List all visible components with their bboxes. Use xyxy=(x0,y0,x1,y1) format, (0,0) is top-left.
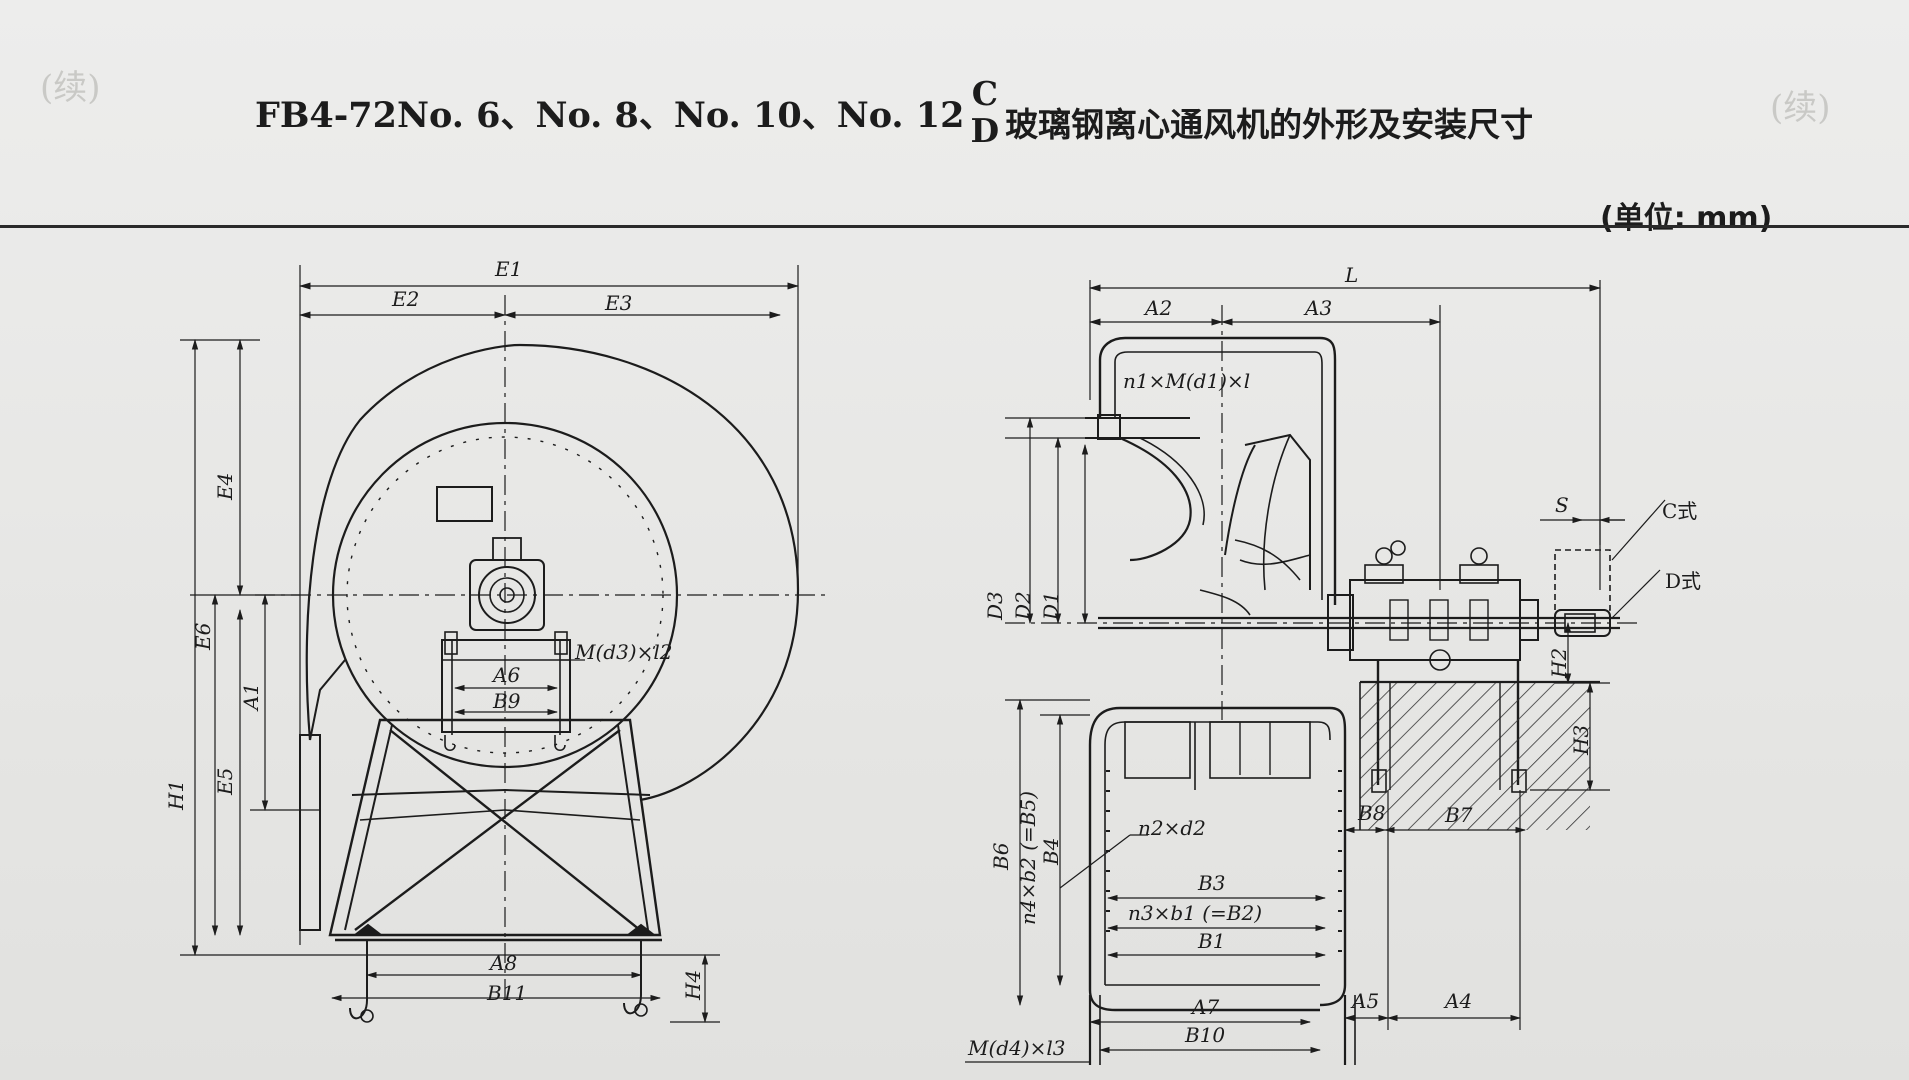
label-e1: E1 xyxy=(494,257,522,281)
label-d3: D3 xyxy=(983,591,1007,621)
label-h2: H2 xyxy=(1547,648,1571,679)
label-a8: A8 xyxy=(488,951,517,975)
label-bolt-d3: M(d3)×l2 xyxy=(574,640,673,664)
page-title: FB4-72No. 6、No. 8、No. 10、No. 12 C D 玻璃钢离… xyxy=(255,72,1533,152)
label-a3: A3 xyxy=(1303,296,1332,320)
label-a4: A4 xyxy=(1443,989,1472,1013)
left-view-labels: E1 E2 E3 E4 E6 A1 H1 E5 A6 B9 M(d3)×l2 A… xyxy=(164,257,705,1005)
right-view-labels: L A2 A3 n1×M(d1)×l D3 D2 D1 S C式 D式 H2 H… xyxy=(967,263,1701,1060)
label-b8: B8 xyxy=(1357,801,1385,825)
right-side-view xyxy=(965,280,1666,1065)
label-h1: H1 xyxy=(164,780,188,811)
title-variant-stack: C D xyxy=(971,75,1000,149)
label-b7: B7 xyxy=(1444,803,1473,827)
title-chinese: 玻璃钢离心通风机的外形及安装尺寸 xyxy=(1005,105,1534,144)
label-h4: H4 xyxy=(681,970,705,1001)
label-holes-d2: n2×d2 xyxy=(1138,816,1206,840)
label-a7: A7 xyxy=(1190,995,1219,1019)
label-e3: E3 xyxy=(604,291,632,315)
title-variant-c: C xyxy=(971,74,998,113)
label-b3: B3 xyxy=(1197,871,1225,895)
label-a2: A2 xyxy=(1143,296,1172,320)
label-b1: B1 xyxy=(1197,929,1225,953)
bleed-through-text-right: (续) xyxy=(1770,88,1831,128)
label-e6: E6 xyxy=(191,622,215,651)
label-b6: B6 xyxy=(989,842,1013,871)
left-front-view xyxy=(180,265,830,1024)
label-foot-bolt: M(d4)×l3 xyxy=(967,1036,1066,1060)
label-c-type: C式 xyxy=(1662,499,1697,523)
label-b9: B9 xyxy=(492,689,521,713)
label-b10: B10 xyxy=(1184,1023,1225,1047)
title-model: FB4-72No. 6、No. 8、No. 10、No. 12 xyxy=(255,94,965,136)
label-e5: E5 xyxy=(213,768,237,796)
title-variant-d: D xyxy=(970,111,1000,150)
label-d-type: D式 xyxy=(1665,569,1701,593)
label-holes-b1: n3×b1 (=B2) xyxy=(1128,901,1262,925)
label-e4: E4 xyxy=(213,473,237,501)
label-b4: B4 xyxy=(1039,838,1063,866)
label-d1: D1 xyxy=(1039,591,1063,621)
label-d2: D2 xyxy=(1011,591,1035,621)
label-b11: B11 xyxy=(486,981,527,1005)
label-a1: A1 xyxy=(239,683,263,712)
label-h3: H3 xyxy=(1569,725,1593,756)
label-l: L xyxy=(1344,263,1358,287)
label-holes-b2: n4×b2 (=B5) xyxy=(1016,791,1040,925)
label-s: S xyxy=(1555,493,1569,517)
label-e2: E2 xyxy=(391,287,419,311)
label-flange-bolt: n1×M(d1)×l xyxy=(1123,369,1250,393)
bleed-through-text-left: (续) xyxy=(40,68,101,108)
label-a5: A5 xyxy=(1350,989,1379,1013)
label-a6: A6 xyxy=(491,663,520,687)
unit-label: (单位: mm) xyxy=(1600,201,1773,236)
header-rule xyxy=(0,225,1909,228)
